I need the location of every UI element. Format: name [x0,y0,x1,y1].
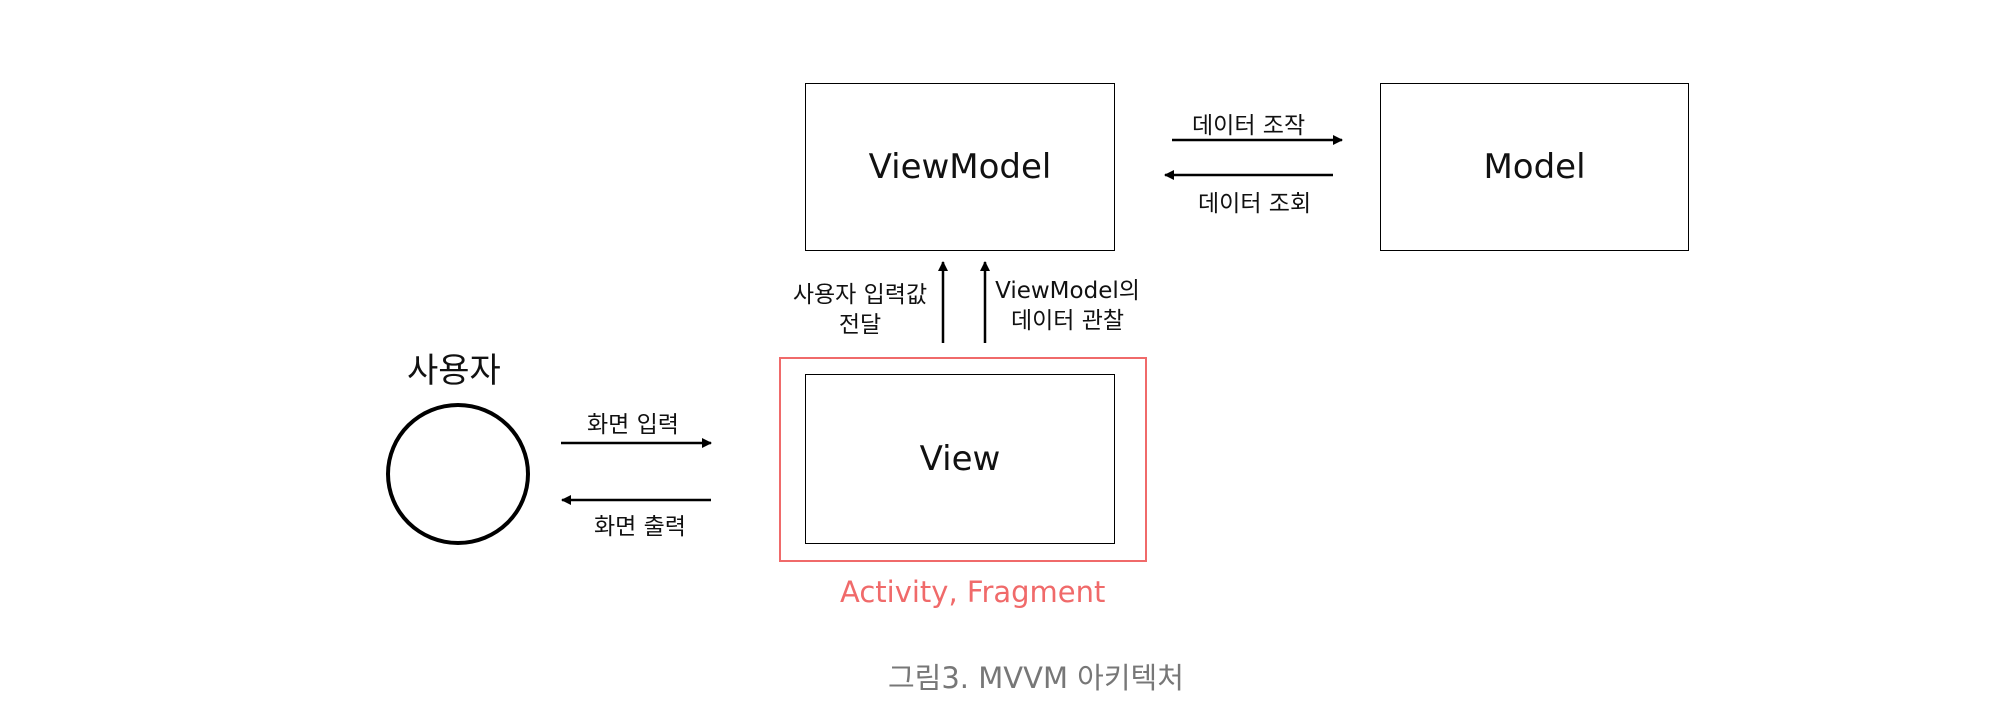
user-input-label: 사용자 입력값 전달 [790,280,930,340]
screen-output-label: 화면 출력 [594,514,686,540]
data-manipulation-label: 데이터 조작 [1192,113,1306,139]
user-input-label-line1: 사용자 입력값 [792,282,928,308]
screen-input-label: 화면 입력 [587,412,679,438]
model-label: Model [1483,147,1586,187]
figure-caption: 그림3. MVVM 아키텍처 [888,661,1184,695]
activity-fragment-highlight [779,357,1147,562]
observe-label-line2: 데이터 관찰 [1010,308,1125,334]
observe-label: ViewModel의 데이터 관찰 [995,276,1140,336]
user-input-label-line2: 전달 [838,312,882,338]
user-label: 사용자 [407,351,501,391]
observe-label-line1: ViewModel의 [995,278,1140,304]
viewmodel-box: ViewModel [805,83,1115,251]
viewmodel-label: ViewModel [868,147,1052,187]
view-box: View [805,374,1115,544]
user-circle [386,403,530,545]
model-box: Model [1380,83,1689,251]
activity-fragment-label: Activity, Fragment [840,575,1106,609]
view-label: View [919,439,1001,479]
data-query-label: 데이터 조회 [1198,191,1312,217]
